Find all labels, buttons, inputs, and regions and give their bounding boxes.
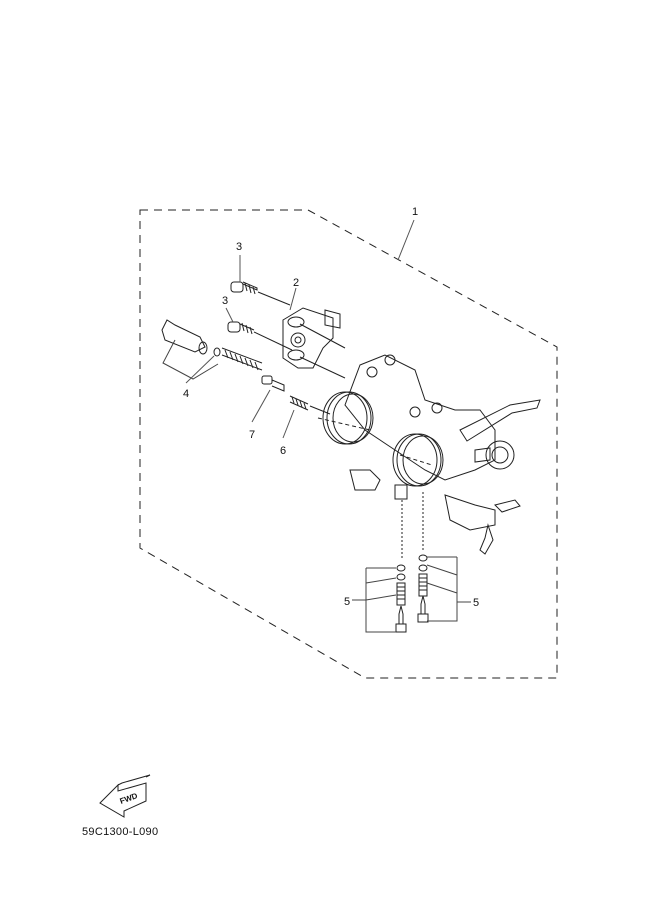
pilot-jet-set-left xyxy=(395,564,407,633)
pilot-jet-set-right xyxy=(417,554,429,623)
callout-5: 5 xyxy=(344,596,351,608)
callout-5: 5 xyxy=(473,597,480,609)
assembly-boundary xyxy=(139,209,558,679)
callout-3: 3 xyxy=(222,295,229,307)
throttle-body xyxy=(322,354,541,555)
diagram-code: 59C1300-L090 xyxy=(82,826,159,838)
idle-adjust-shaft xyxy=(161,319,263,371)
callout-6: 6 xyxy=(280,445,287,457)
screw-icon xyxy=(230,281,291,306)
spring-part xyxy=(289,395,331,415)
callout-2: 2 xyxy=(293,277,300,289)
fwd-label: FWD xyxy=(119,791,139,806)
plunger-part xyxy=(261,375,285,392)
callout-3: 3 xyxy=(236,241,243,253)
screw-icon xyxy=(227,321,293,351)
callout-4: 4 xyxy=(183,388,190,400)
fwd-arrow-icon xyxy=(99,774,151,818)
throttle-position-sensor xyxy=(282,307,341,369)
callout-1: 1 xyxy=(412,206,419,218)
callout-7: 7 xyxy=(249,429,256,441)
